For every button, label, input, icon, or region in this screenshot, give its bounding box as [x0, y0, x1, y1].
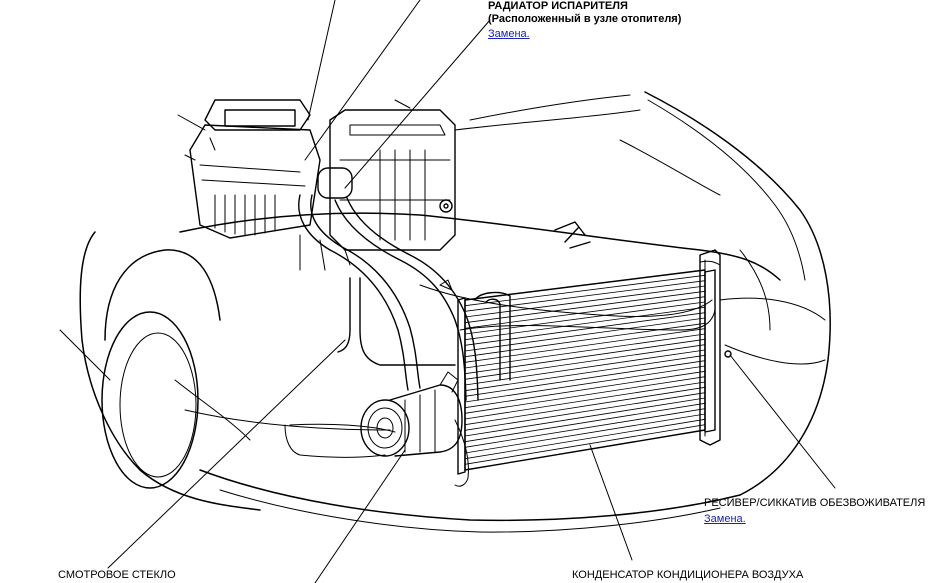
evaporator-location-note: (Расположенный в узле отопителя) — [488, 13, 682, 25]
sight-glass-label: СМОТРОВОЕ СТЕКЛО — [58, 569, 176, 581]
heater-unit — [184, 99, 456, 271]
condenser-unit — [457, 249, 732, 475]
condenser-fin-line — [464, 408, 706, 448]
condenser-fin-line — [464, 274, 706, 307]
condenser-fin-line — [464, 413, 706, 454]
condenser-fin-line — [464, 344, 706, 380]
condenser-fin-line — [464, 285, 706, 318]
receiver-dryer-label: РЕСИВЕР/СИККАТИВ ОБЕЗВОЖИВАТЕЛЯ — [704, 497, 926, 509]
condenser-fin-line — [464, 290, 706, 324]
car-body-outline — [59, 91, 831, 533]
refrigerant-pipes — [298, 194, 716, 401]
condenser-fin-line — [464, 376, 706, 414]
condenser-fin-line — [464, 296, 706, 329]
condenser-fin-line — [464, 338, 706, 375]
condenser-fin-line — [464, 349, 706, 386]
condenser-fin-line — [464, 306, 706, 341]
condenser-fin-line — [464, 354, 706, 392]
condenser-fin-line — [464, 365, 706, 403]
condenser-label: КОНДЕНСАТОР КОНДИЦИОНЕРА ВОЗДУХА — [572, 569, 804, 581]
evaporator-replace-link[interactable]: Замена. — [488, 28, 530, 40]
condenser-fin-line — [464, 424, 706, 465]
condenser-fin-line — [464, 280, 706, 312]
condenser-fin-line — [464, 333, 706, 369]
condenser-fin-line — [464, 317, 706, 352]
condenser-fin-line — [464, 418, 706, 460]
condenser-fin-line — [464, 360, 706, 397]
condenser-fin-line — [464, 392, 706, 431]
condenser-fin-line — [464, 328, 706, 363]
condenser-fin-line — [464, 322, 706, 358]
condenser-fin-line — [464, 381, 706, 420]
condenser-fin-line — [464, 370, 706, 409]
evaporator-title-label: РАДИАТОР ИСПАРИТЕЛЯ — [488, 0, 628, 12]
condenser-fin-line — [464, 312, 706, 346]
condenser-fin-line — [464, 397, 706, 437]
leader-lines — [107, 0, 836, 583]
condenser-fin-line — [464, 402, 706, 443]
receiver-dryer-replace-link[interactable]: Замена. — [704, 513, 746, 525]
condenser-fin-line — [464, 301, 706, 335]
compressor — [360, 371, 469, 487]
condenser-fin-line — [464, 386, 706, 426]
